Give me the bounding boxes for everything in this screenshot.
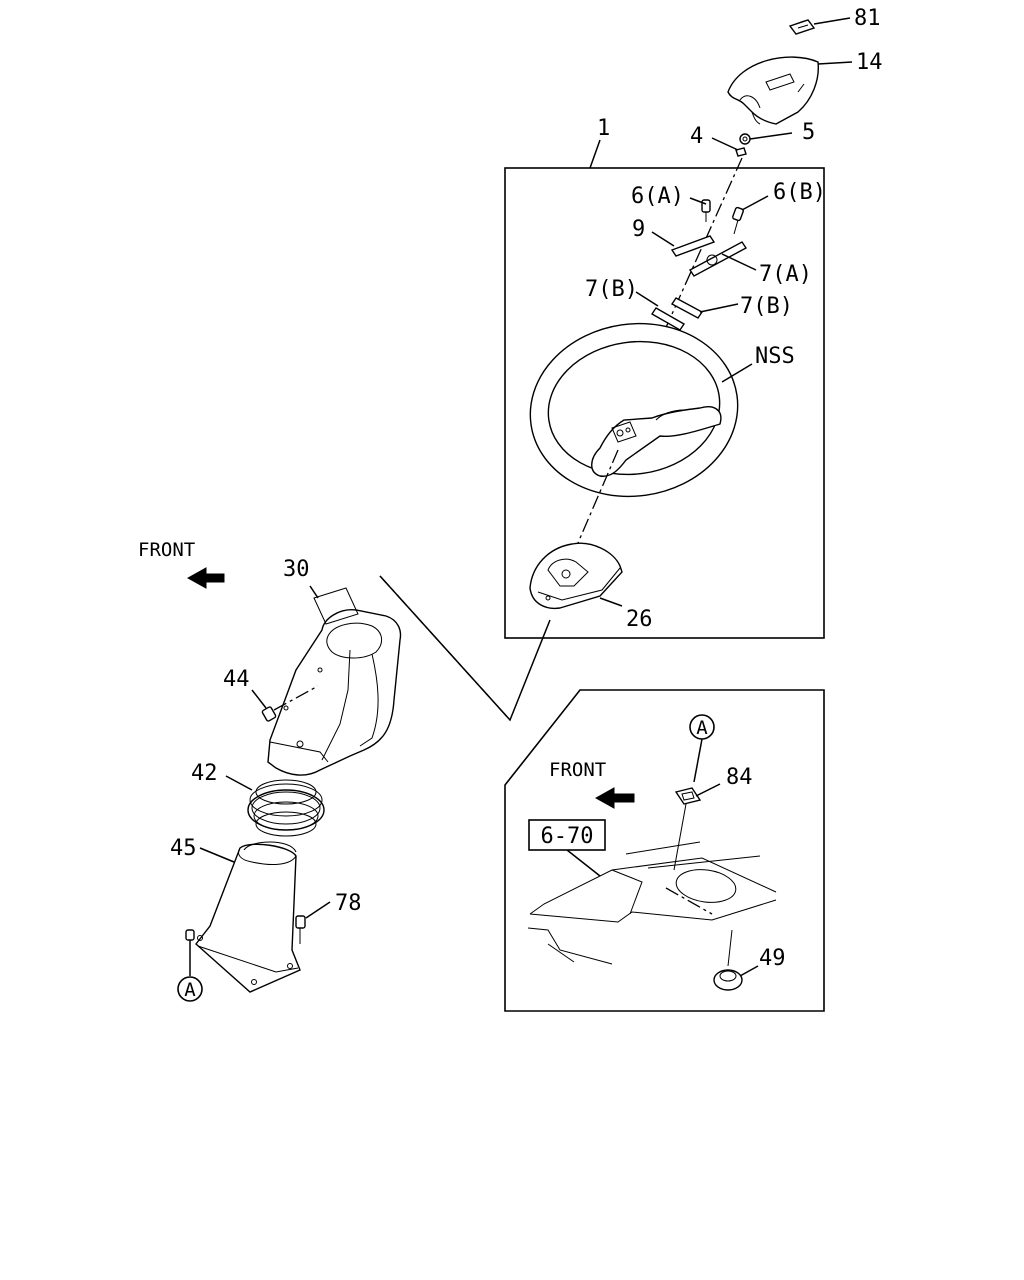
reference-letter-a-inset: A — [696, 717, 708, 739]
grommet-49 — [713, 969, 743, 991]
label-45: 45 — [170, 836, 197, 861]
arrow-left-icon-inset — [594, 787, 635, 809]
label-49: 49 — [759, 946, 786, 971]
front-direction-label: FRONT — [138, 539, 195, 561]
reference-circle-a-lower — [177, 976, 203, 1002]
label-30: 30 — [283, 557, 310, 582]
contact-plate — [670, 235, 716, 257]
washer — [735, 147, 747, 157]
label-7b-right: 7(B) — [740, 294, 793, 319]
label-7a: 7(A) — [759, 262, 812, 287]
steering-nut — [739, 133, 751, 145]
floor-inset-frame — [504, 689, 825, 1012]
label-44: 44 — [223, 667, 250, 692]
label-6a: 6(A) — [631, 184, 684, 209]
label-9: 9 — [632, 217, 645, 242]
horn-button — [788, 19, 816, 35]
reference-box-text: 6-70 — [541, 824, 594, 849]
duct-clip — [185, 929, 195, 941]
steering-wheel — [529, 322, 739, 498]
screw-78 — [295, 915, 306, 944]
front-direction-label-inset: FRONT — [549, 759, 606, 781]
cab-floor-panel — [527, 841, 777, 965]
label-1: 1 — [597, 116, 610, 141]
horn-pad-cover — [727, 56, 819, 125]
label-42: 42 — [191, 761, 218, 786]
steering-column-cover — [267, 609, 402, 776]
label-6b: 6(B) — [773, 180, 826, 205]
reference-letter-a-lower: A — [184, 979, 196, 1001]
label-14: 14 — [856, 50, 883, 75]
label-26: 26 — [626, 607, 653, 632]
label-5: 5 — [802, 120, 815, 145]
label-81: 81 — [854, 6, 881, 31]
label-84: 84 — [726, 765, 753, 790]
label-4: 4 — [690, 124, 703, 149]
label-7b-left: 7(B) — [585, 277, 638, 302]
steering-wheel-assembly-frame — [504, 167, 825, 639]
floor-duct — [195, 841, 301, 993]
screw-6b — [732, 206, 744, 235]
bellows-boot — [247, 779, 325, 837]
label-nss: NSS — [755, 344, 795, 369]
arrow-left-icon — [186, 567, 225, 589]
horn-contact-7a — [688, 241, 748, 277]
combination-switch-cover — [529, 542, 623, 610]
screw-44 — [261, 685, 319, 722]
retainer-84 — [674, 787, 702, 805]
label-78: 78 — [335, 891, 362, 916]
horn-contact-7b-right — [670, 297, 704, 319]
